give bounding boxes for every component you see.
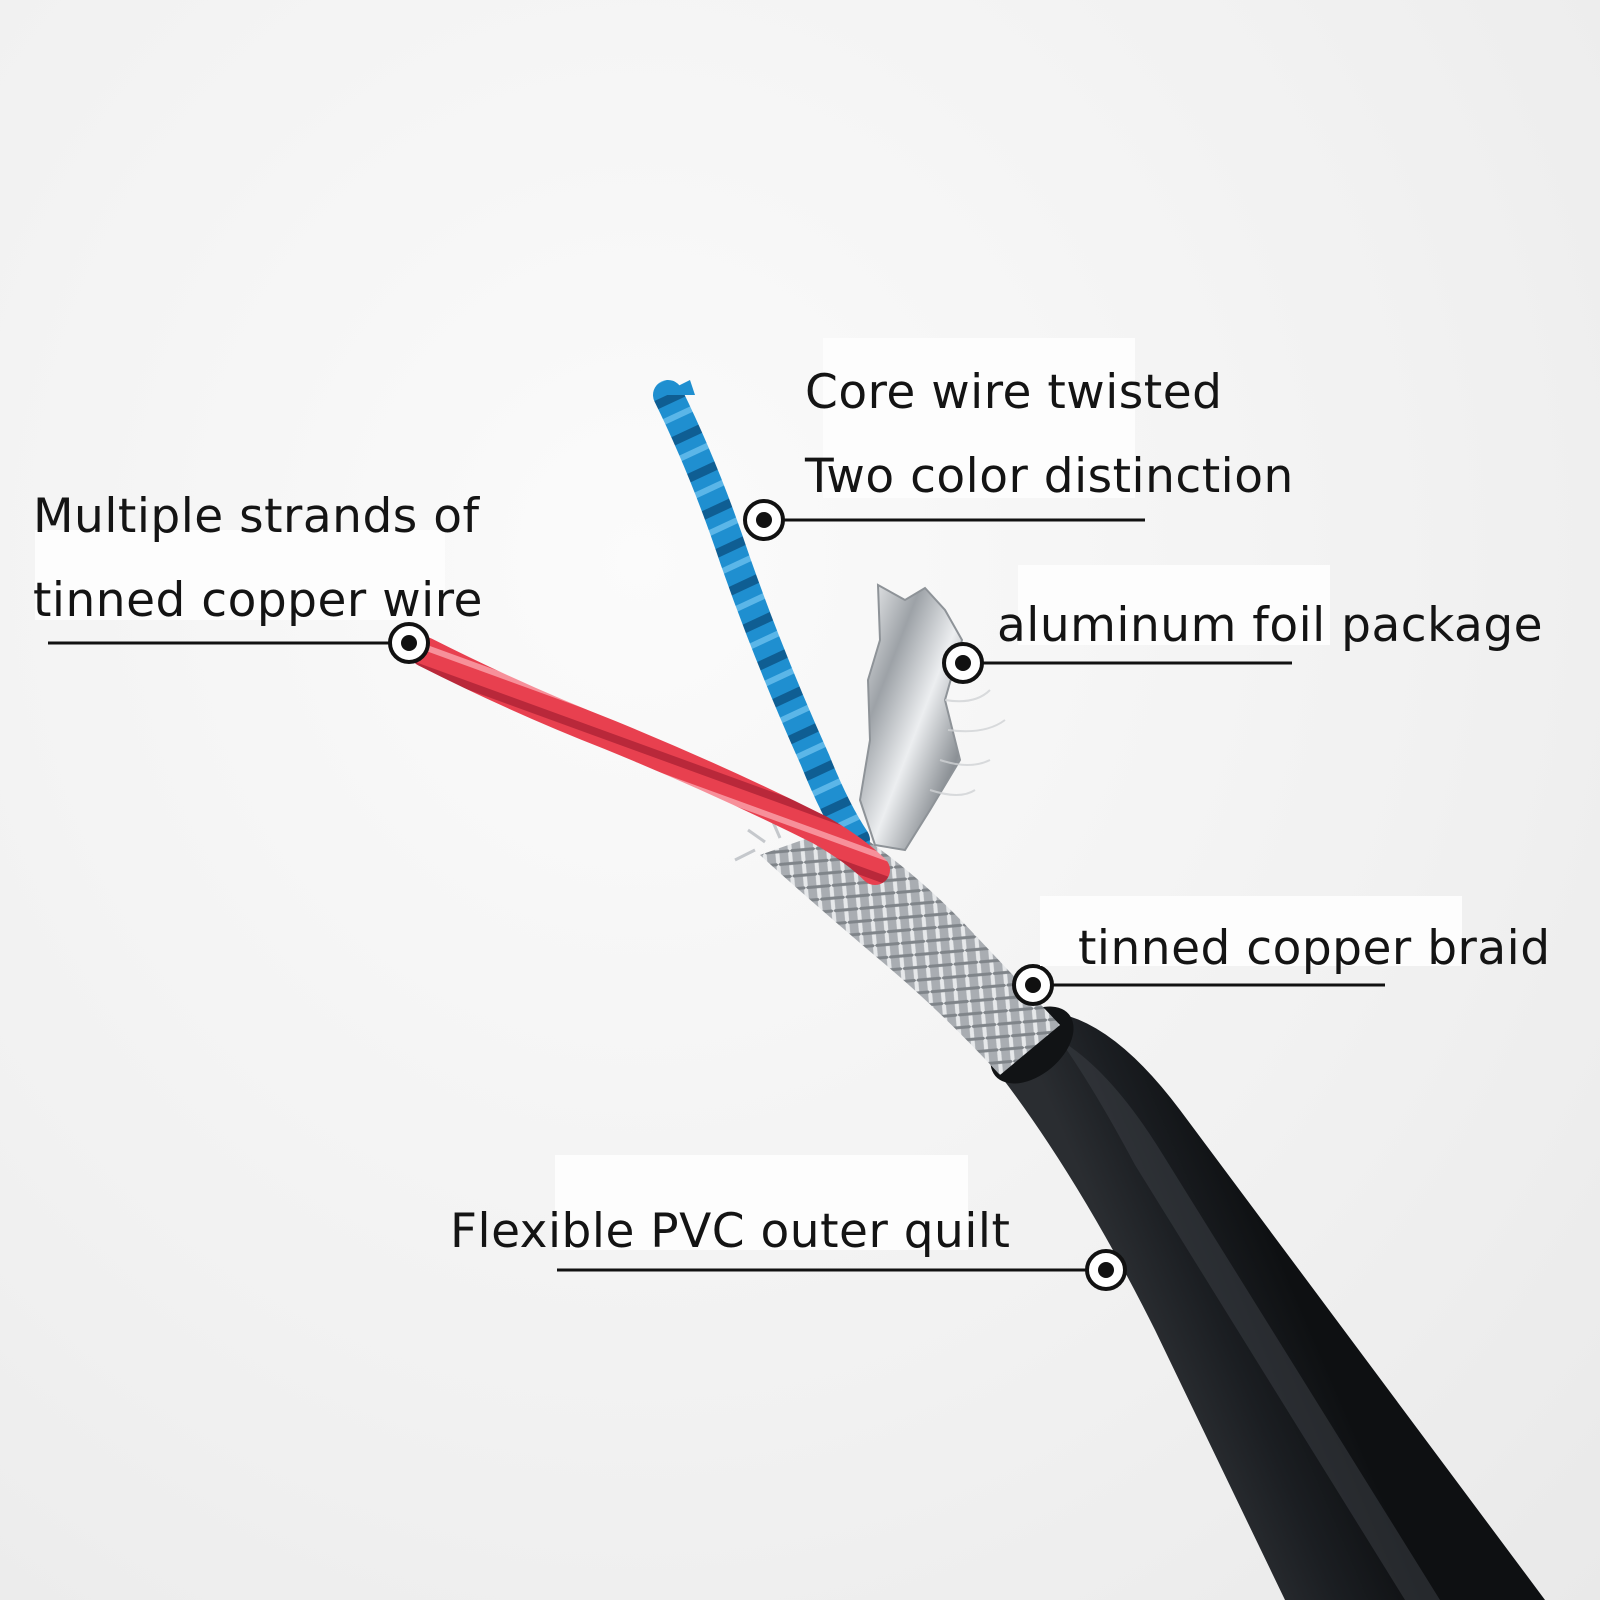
braid-frayed-strands [734, 811, 802, 862]
foil-label-bg [1018, 565, 1330, 645]
core-wire-label-bg [823, 338, 1135, 498]
strands-label-bg [35, 530, 445, 620]
core-wire-marker [743, 499, 785, 541]
blue-core-tip [660, 380, 695, 395]
strands-label-line1: Multiple strands of [33, 489, 480, 544]
pvc-jacket [1000, 1015, 1545, 1600]
red-core-wire [410, 637, 890, 885]
braid-marker [1012, 964, 1054, 1006]
callout-markers [388, 499, 1127, 1291]
blue-core-wire [653, 380, 870, 855]
core-wire-label-line2: Two color distinction [805, 449, 1294, 504]
braid-label: tinned copper braid [1078, 921, 1551, 976]
foil-label: aluminum foil package [997, 598, 1544, 653]
aluminum-foil [858, 583, 964, 852]
jacket-marker [1085, 1249, 1127, 1291]
foil-marker [942, 642, 984, 684]
braid-label-bg [1040, 896, 1462, 966]
jacket-label-bg [555, 1155, 968, 1250]
foil-fibers [929, 689, 1006, 796]
jacket-highlight [1060, 1040, 1440, 1600]
strands-label-line2: tinned copper wire [33, 573, 483, 628]
jacket-label: Flexible PVC outer quilt [450, 1204, 1011, 1259]
leader-lines [48, 518, 1385, 1272]
strands-marker [388, 622, 430, 664]
core-wire-label-line1: Core wire twisted [805, 365, 1223, 420]
copper-braid [760, 825, 1060, 1075]
